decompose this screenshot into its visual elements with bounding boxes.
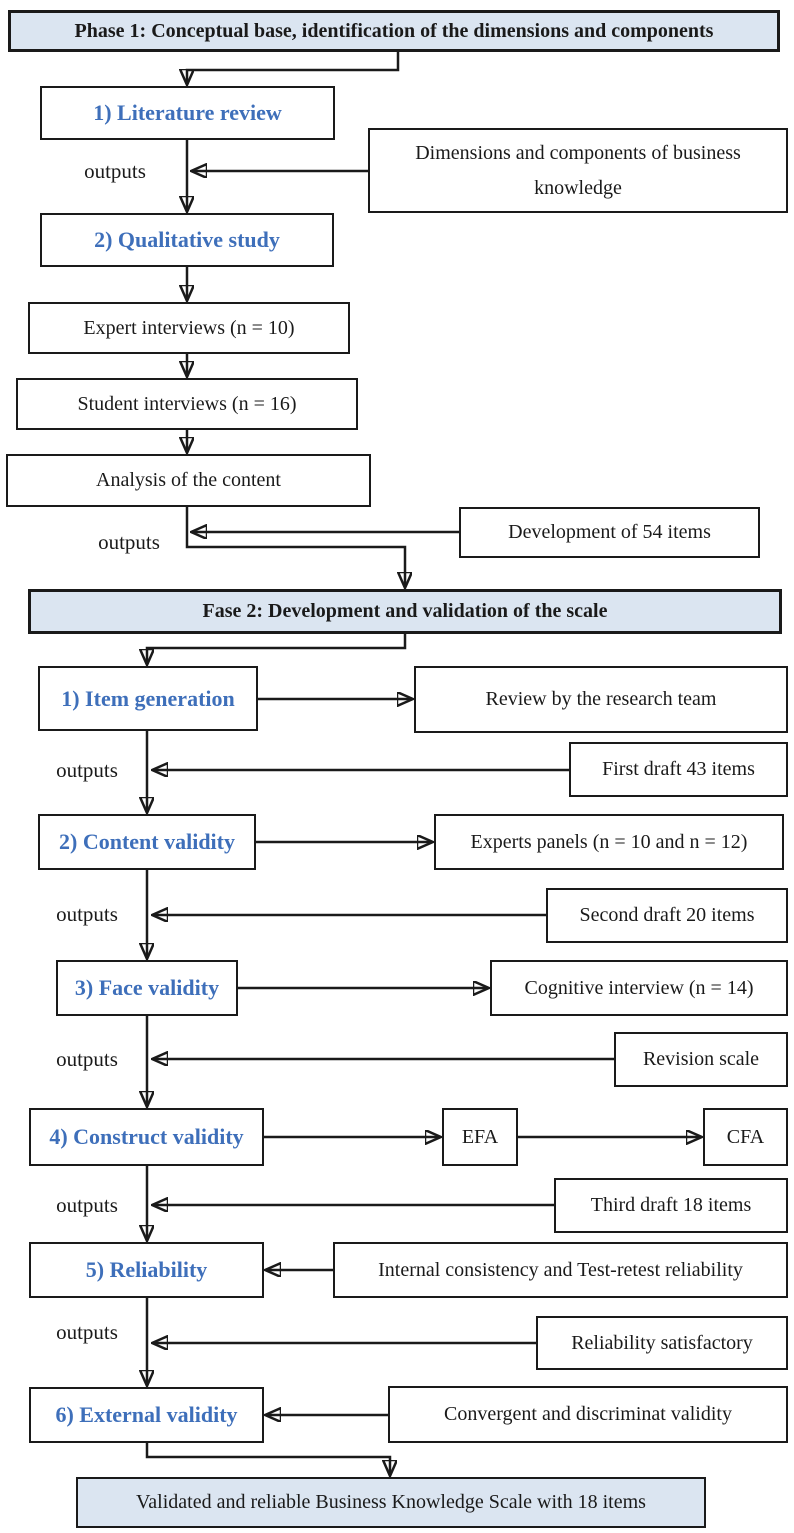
outputs-label-phase2-5: outputs	[56, 1319, 118, 1344]
box-item-generation: 1) Item generation	[38, 666, 258, 731]
outputs-label-phase2-1: outputs	[56, 757, 118, 782]
box-review-research-team: Review by the research team	[414, 666, 788, 733]
arrow-phase2-header-to-item-generation	[147, 634, 407, 664]
outputs-label-phase2-3: outputs	[56, 1046, 118, 1071]
box-third-draft-18-items: Third draft 18 items	[554, 1178, 788, 1233]
box-convergent-discriminant: Convergent and discriminat validity	[388, 1386, 788, 1443]
box-expert-interviews: Expert interviews (n = 10)	[28, 302, 350, 354]
box-development-54-items: Development of 54 items	[459, 507, 760, 558]
box-qualitative-study: 2) Qualitative study	[40, 213, 334, 267]
box-second-draft-20-items: Second draft 20 items	[546, 888, 788, 943]
box-first-draft-43-items: First draft 43 items	[569, 742, 788, 797]
box-face-validity: 3) Face validity	[56, 960, 238, 1016]
box-efa: EFA	[442, 1108, 518, 1166]
box-content-validity: 2) Content validity	[38, 814, 256, 870]
box-cfa: CFA	[703, 1108, 788, 1166]
final-box-validated-scale: Validated and reliable Business Knowledg…	[76, 1477, 706, 1528]
box-reliability: 5) Reliability	[29, 1242, 264, 1298]
box-literature-review: 1) Literature review	[40, 86, 335, 140]
outputs-label-phase2-4: outputs	[56, 1192, 118, 1217]
box-cognitive-interview: Cognitive interview (n = 14)	[490, 960, 788, 1016]
phase2-header: Fase 2: Development and validation of th…	[28, 589, 782, 634]
arrow-phase1-header-to-literature-review	[187, 52, 400, 84]
box-student-interviews: Student interviews (n = 16)	[16, 378, 358, 430]
arrow-analysis-to-phase2-header	[185, 507, 405, 587]
outputs-label-phase1-2: outputs	[98, 529, 160, 554]
arrow-external-validity-to-final	[145, 1443, 390, 1475]
box-dimensions-components: Dimensions and components of business kn…	[368, 128, 788, 213]
box-reliability-satisfactory: Reliability satisfactory	[536, 1316, 788, 1370]
box-internal-consistency: Internal consistency and Test-retest rel…	[333, 1242, 788, 1298]
box-construct-validity: 4) Construct validity	[29, 1108, 264, 1166]
phase1-header: Phase 1: Conceptual base, identification…	[8, 10, 780, 52]
box-analysis-content: Analysis of the content	[6, 454, 371, 507]
outputs-label-phase1-1: outputs	[84, 158, 146, 183]
box-external-validity: 6) External validity	[29, 1387, 264, 1443]
box-experts-panels: Experts panels (n = 10 and n = 12)	[434, 814, 784, 870]
outputs-label-phase2-2: outputs	[56, 901, 118, 926]
box-revision-scale: Revision scale	[614, 1032, 788, 1087]
